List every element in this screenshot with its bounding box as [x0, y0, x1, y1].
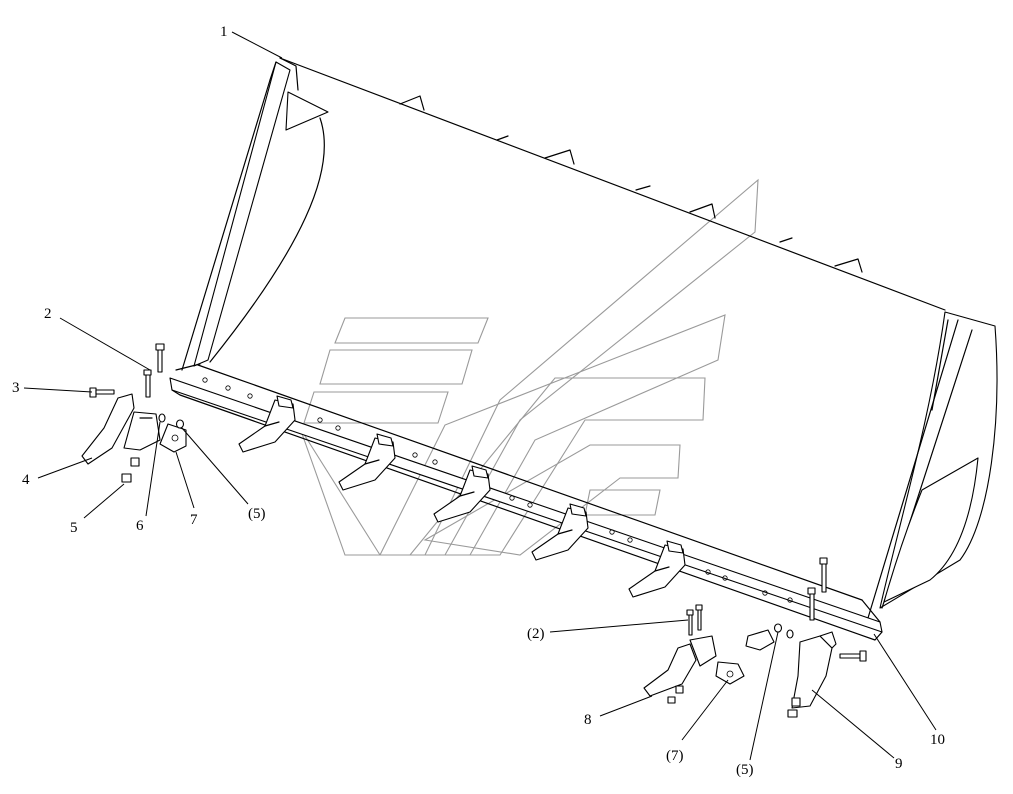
tooth-mounted — [531, 503, 589, 561]
callout-5-ref: (5) — [248, 506, 266, 522]
callout-5-ref-2: (5) — [736, 762, 754, 778]
callout-3: 3 — [12, 380, 20, 396]
callout-7: 7 — [190, 512, 198, 528]
tooth-mounted — [433, 465, 491, 523]
tooth-mounted — [338, 433, 396, 491]
callout-labels: 1 2 3 4 5 6 7 (5) (2) 8 (7) (5) 9 10 — [12, 24, 945, 778]
tooth-mounted — [238, 395, 296, 453]
tooth-mounted — [628, 540, 686, 598]
watermark-logo — [299, 178, 759, 556]
callout-5: 5 — [70, 520, 78, 536]
bucket-body — [169, 57, 998, 641]
callout-leaders — [23, 31, 937, 761]
callout-2-ref: (2) — [527, 626, 545, 642]
callout-7-ref: (7) — [666, 748, 684, 764]
side-tooth-right — [643, 643, 697, 697]
callout-2: 2 — [44, 306, 52, 322]
callout-8: 8 — [584, 712, 592, 728]
side-tooth-left — [81, 393, 135, 465]
callout-9: 9 — [895, 756, 903, 772]
bolt-vertical — [143, 343, 165, 398]
callout-4: 4 — [22, 472, 30, 488]
callout-1: 1 — [220, 24, 228, 40]
callout-10: 10 — [930, 732, 945, 748]
mounted-teeth — [238, 395, 686, 598]
side-tooth-right-end — [791, 635, 833, 709]
bolt-pair-right — [686, 604, 703, 636]
lip-bolt-holes — [202, 377, 793, 603]
right-exploded-parts — [643, 557, 867, 718]
bolt-horizontal — [89, 387, 115, 398]
left-exploded-parts — [81, 343, 187, 483]
callout-6: 6 — [136, 518, 144, 534]
